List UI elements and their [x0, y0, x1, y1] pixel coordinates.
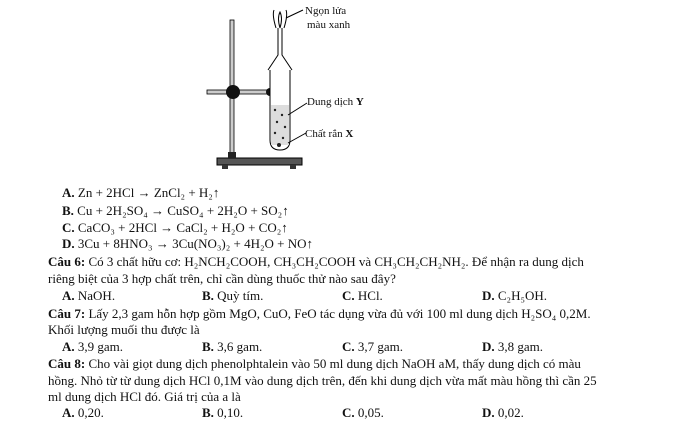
q7-line1: Câu 7: Lấy 2,3 gam hỗn hợp gồm MgO, CuO,…	[48, 306, 591, 321]
q5-option-a: A. Zn + 2HCl → ZnCl₂ + H₂↑	[62, 185, 220, 200]
q6-option-a: A. NaOH.	[62, 288, 116, 303]
q5-option-c: C. CaCO₃ + 2HCl → CaCl₂ + H₂O + CO₂↑	[62, 220, 288, 235]
clamp-knob	[226, 85, 240, 99]
delivery-tube	[267, 28, 293, 71]
stand-base	[216, 157, 303, 166]
lab-apparatus-figure	[206, 9, 308, 169]
q5-option-d: D. 3Cu + 8HNO₃ → 3Cu(NO₃)₂ + 4H₂O + NO↑	[62, 236, 314, 251]
flame-icon	[272, 9, 288, 29]
q8-option-b: B. 0,10.	[202, 405, 244, 420]
flame-label-2: màu xanh	[307, 19, 351, 31]
q8-option-d: D. 0,02.	[482, 405, 524, 420]
q7-option-d: D. 3,8 gam.	[482, 339, 544, 354]
q8-option-c: C. 0,05.	[342, 405, 384, 420]
q8-option-a: A. 0,20.	[62, 405, 104, 420]
q6-line2: riêng biệt của 3 hợp chất trên, chỉ cần …	[48, 271, 396, 286]
q7-line2: Khối lượng muối thu được là	[48, 322, 200, 337]
q6-option-b: B. Quỳ tím.	[202, 288, 264, 303]
solid-label: Chất rắn X	[305, 128, 354, 140]
q7-option-a: A. 3,9 gam.	[62, 339, 124, 354]
flame-label: Ngọn lửa	[305, 5, 347, 17]
q8-line2: hồng. Nhỏ từ từ dung dịch HCl 0,1M vào d…	[48, 373, 597, 388]
q8-line1: Câu 8: Cho vài giọt dung dịch phenolphta…	[48, 356, 581, 371]
q8-line3: ml dung dịch HCl đó. Giá trị của a là	[48, 389, 241, 404]
q5-option-b: B. Cu + 2H₂SO₄ → CuSO₄ + 2H₂O + SO₂↑	[62, 203, 289, 218]
q6-line1: Câu 6: Có 3 chất hữu cơ: H₂NCH₂COOH, CH₃…	[48, 254, 584, 269]
q7-option-b: B. 3,6 gam.	[202, 339, 263, 354]
q6-option-c: C. HCl.	[342, 288, 383, 303]
q7-option-c: C. 3,7 gam.	[342, 339, 404, 354]
q6-option-d: D. C₂H₅OH.	[482, 288, 548, 303]
solution-label: Dung dịch Y	[307, 96, 364, 108]
